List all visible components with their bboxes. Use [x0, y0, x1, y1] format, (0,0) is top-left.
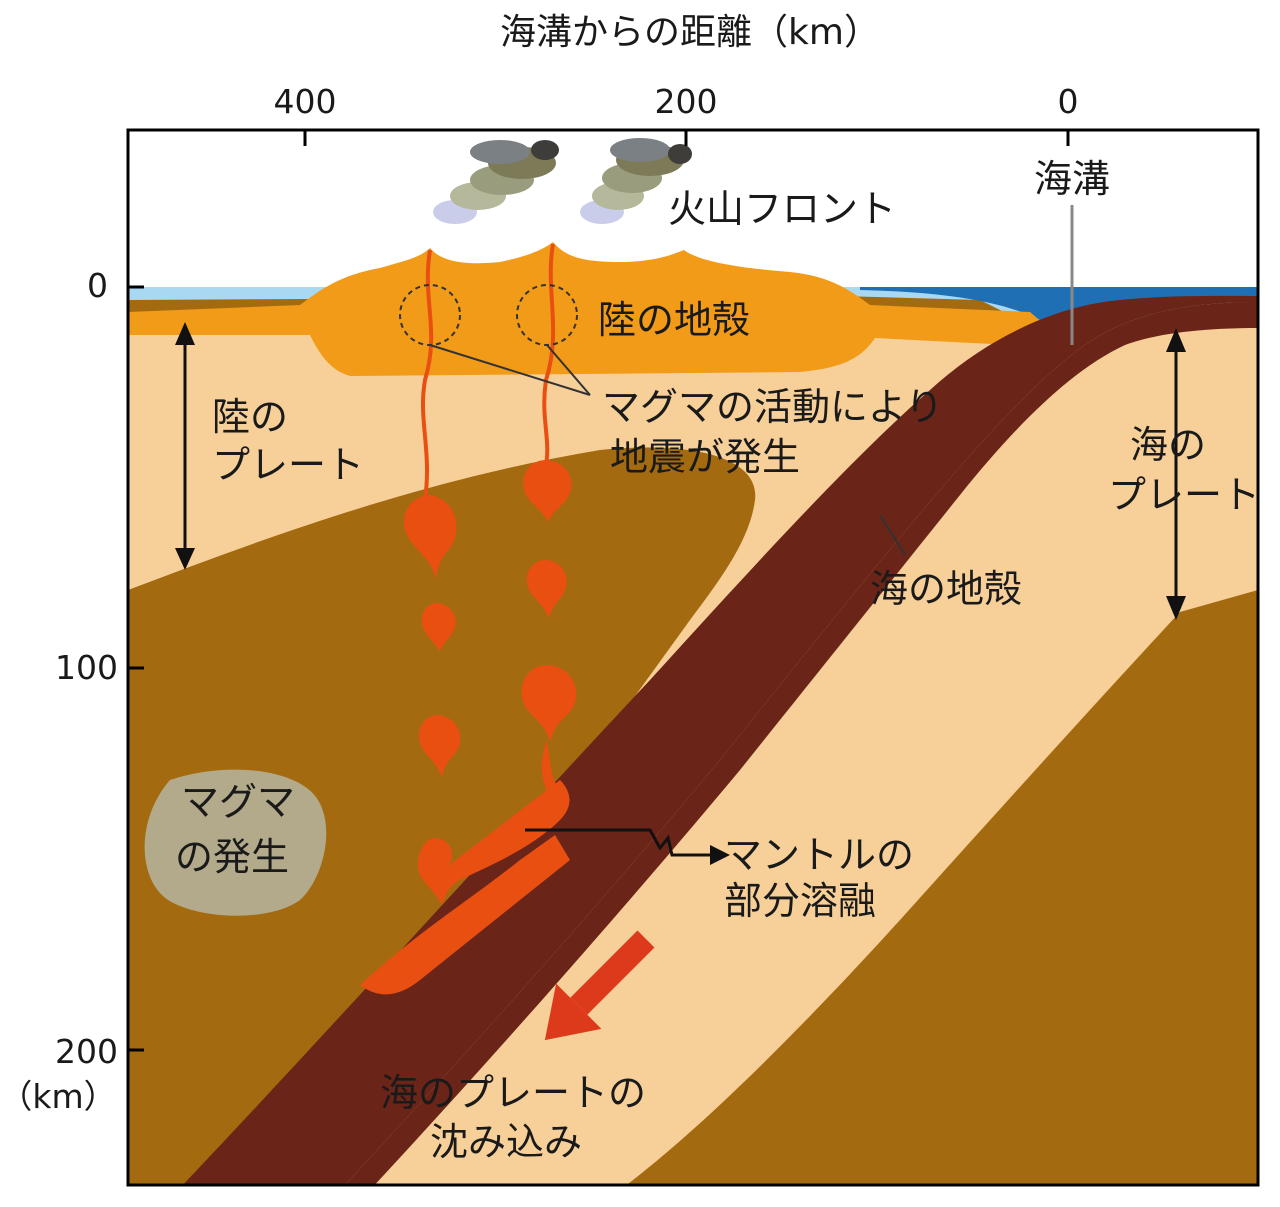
label-subduction-2: 沈み込み — [430, 1120, 582, 1164]
label-continental-crust: 陸の地殻 — [598, 298, 750, 342]
magma-chamber — [144, 769, 327, 916]
magma-droplets — [360, 460, 577, 995]
magma-conduit-left — [421, 249, 434, 501]
label-continental-plate-1: 陸の — [212, 395, 288, 439]
oceanic-crust-slab — [182, 295, 1258, 1185]
magma-conduit-right — [542, 243, 556, 471]
label-oceanic-plate-1: 海の — [1130, 423, 1206, 467]
volcanic-plume-right — [580, 138, 692, 224]
left-axis-unit: （km） — [0, 1077, 117, 1116]
continental-plate-thickness-arrow — [175, 322, 195, 570]
cross-section: 火山フロント 海溝 陸の地殻 マグマの活動により 地震が発生 陸の プレート 海… — [128, 130, 1260, 1185]
label-magma-generation-1: マグマ — [181, 780, 295, 824]
left-tick-0: 0 — [87, 266, 108, 305]
oceanic-plate-thickness-arrow — [1166, 328, 1186, 620]
diagram-frame — [126, 128, 1260, 1187]
label-volcanic-front: 火山フロント — [668, 187, 896, 231]
label-magma-quake-2: 地震が発生 — [610, 435, 800, 479]
top-tick-200: 200 — [655, 82, 718, 121]
label-partial-melt-1: マントルの — [724, 833, 914, 877]
partial-melt-pointer — [525, 828, 710, 857]
top-tick-400: 400 — [274, 82, 337, 121]
top-tick-0: 0 — [1058, 82, 1079, 121]
label-partial-melt-2: 部分溶融 — [724, 879, 876, 923]
label-magma-generation-2: の発生 — [175, 835, 289, 879]
label-magma-quake-1: マグマの活動により — [602, 385, 943, 429]
top-axis-title: 海溝からの距離（km） — [500, 12, 880, 53]
continental-crust — [128, 242, 1072, 376]
left-tick-100: 100 — [55, 648, 118, 687]
label-subduction-1: 海のプレートの — [380, 1071, 646, 1115]
label-oceanic-plate-2: プレート — [1108, 473, 1260, 517]
label-trench: 海溝 — [1034, 157, 1110, 201]
label-continental-plate-2: プレート — [212, 443, 364, 487]
subduction-arrow — [544, 930, 655, 1041]
volcanic-plume-left — [433, 140, 559, 224]
left-tick-200: 200 — [55, 1032, 118, 1071]
label-oceanic-crust: 海の地殻 — [870, 567, 1022, 611]
